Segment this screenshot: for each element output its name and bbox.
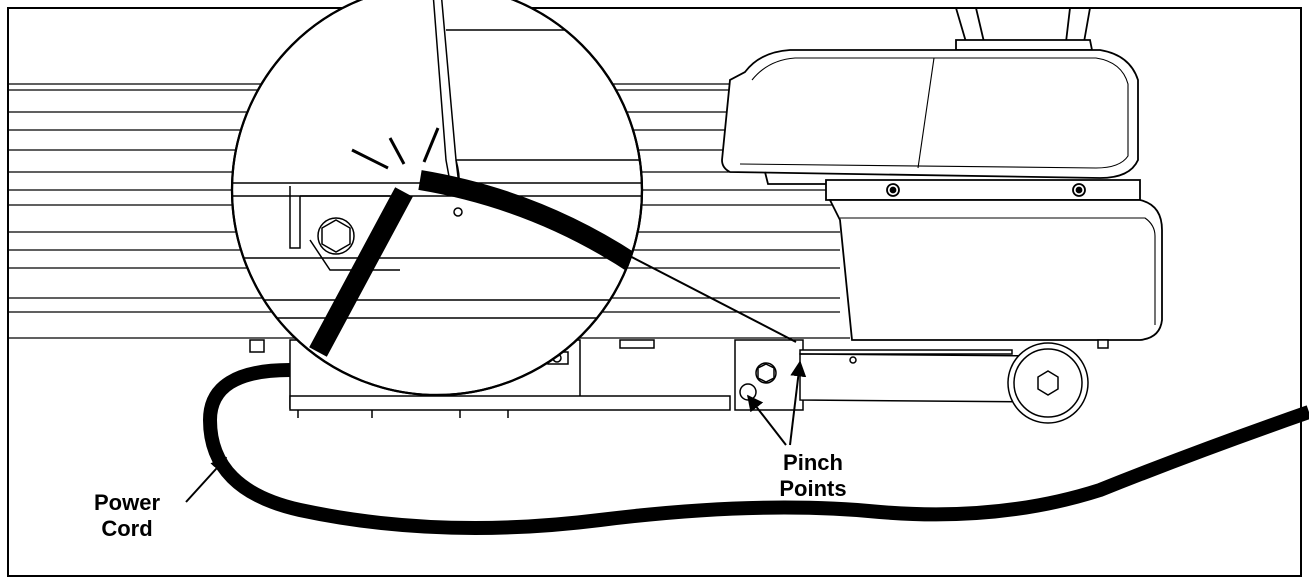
power-cord-label-line1: Power	[93, 490, 161, 515]
motor-hood	[721, 7, 1163, 341]
pinch-points-label-line2: Points	[779, 476, 847, 501]
magnified-cord	[309, 170, 642, 357]
power-cord-label-line2: Cord	[101, 516, 153, 541]
outer-border	[7, 7, 1302, 577]
pinch-arrow-right	[789, 360, 807, 446]
power-cord-arrow	[185, 456, 228, 503]
power-cord-label: Power Cord	[62, 490, 192, 542]
magnifier-leader-line	[621, 251, 797, 343]
power-cord[interactable]	[202, 363, 1309, 535]
roller-assembly	[734, 339, 1109, 424]
detail-magnifier	[230, 0, 797, 397]
callout-arrows	[185, 360, 807, 503]
pinch-arrow-left	[747, 394, 787, 446]
pinch-points-label: Pinch Points	[748, 450, 878, 502]
pinch-points-label-line1: Pinch	[783, 450, 843, 475]
